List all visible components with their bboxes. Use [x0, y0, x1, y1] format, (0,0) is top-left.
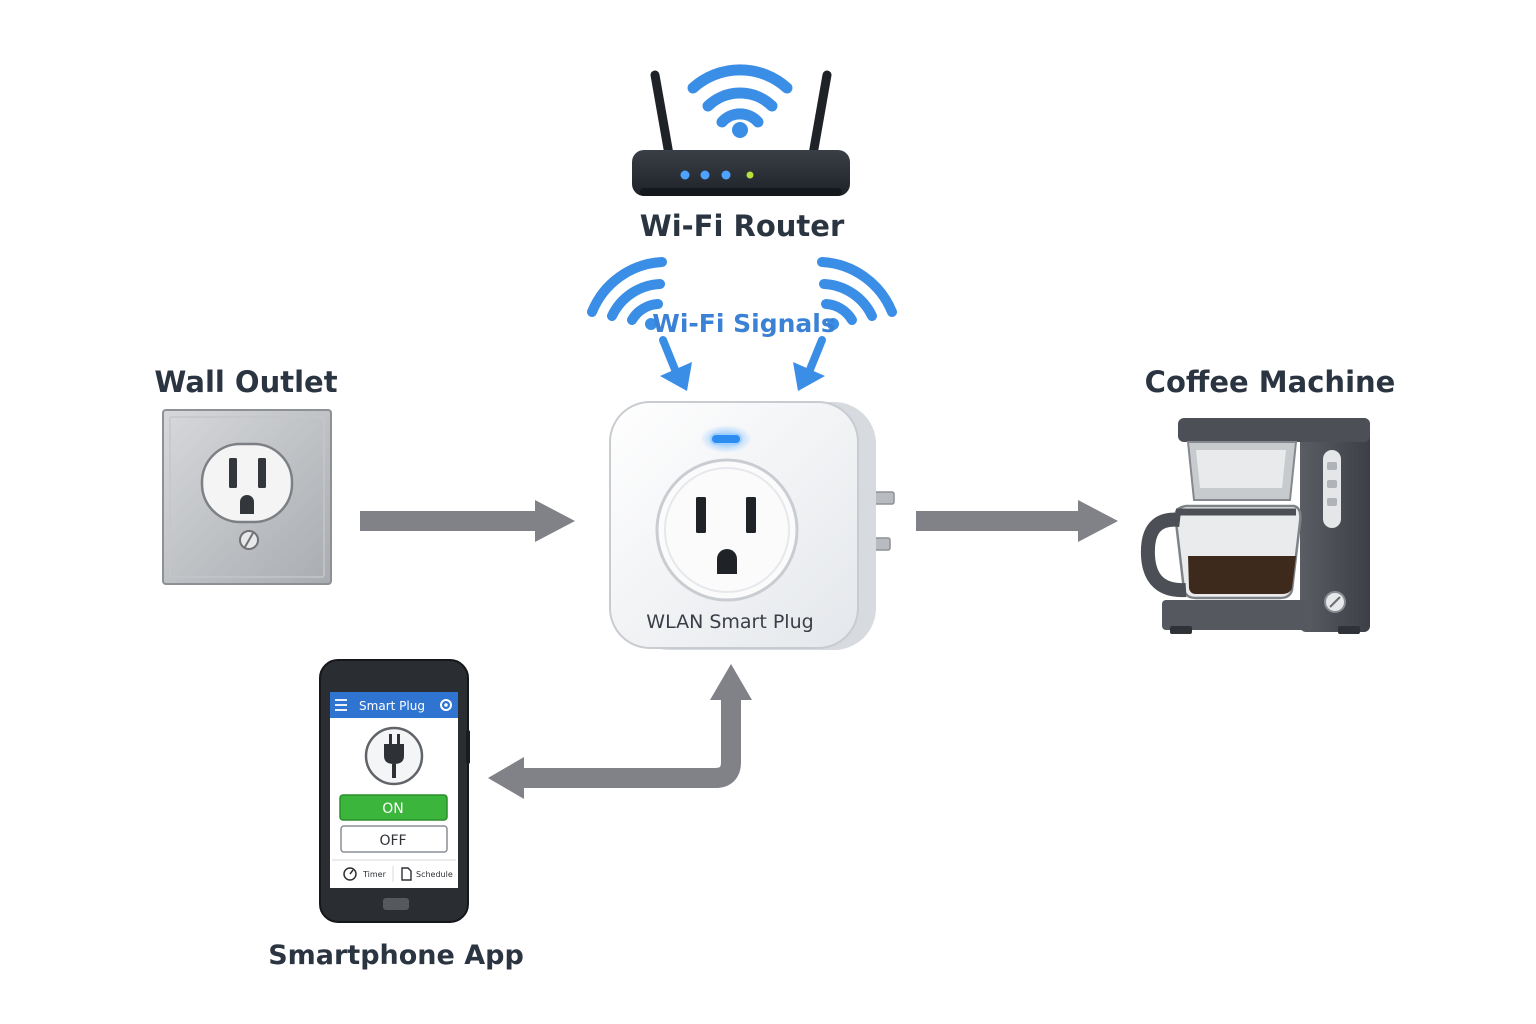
timer-label: Timer [362, 870, 387, 879]
app-header [330, 692, 458, 718]
arrow-plug-phone [488, 664, 752, 799]
timer-icon [343, 867, 357, 881]
router-label: Wi-Fi Router [640, 209, 845, 243]
smart-plug-icon [609, 401, 895, 650]
wifi-signal-left-icon [587, 257, 667, 325]
arrow-plug-to-coffee [916, 500, 1118, 542]
schedule-label: Schedule [416, 870, 453, 879]
schedule-icon [401, 867, 412, 881]
arrow-outlet-to-plug [360, 500, 575, 542]
off-button[interactable]: OFF [340, 825, 448, 853]
phone-label: Smartphone App [268, 940, 524, 971]
coffee-label: Coffee Machine [1145, 365, 1396, 399]
off-button-label: OFF [379, 833, 406, 849]
signal-arrow-right [793, 336, 826, 391]
plug-icon [364, 726, 424, 786]
wifi-signal-right-icon [817, 257, 897, 325]
signal-arrow-left [659, 336, 692, 391]
coffee-machine-icon [1140, 418, 1370, 634]
outlet-label: Wall Outlet [154, 365, 337, 399]
app-title: Smart Plug [359, 699, 425, 713]
wifi-signals-label: Wi-Fi Signals [652, 309, 835, 338]
outlet-icon [162, 409, 332, 585]
on-button[interactable]: ON [339, 794, 448, 821]
menu-icon[interactable] [335, 699, 347, 711]
settings-icon[interactable] [440, 699, 452, 711]
on-button-label: ON [382, 801, 404, 817]
router-icon [632, 64, 850, 196]
schedule-button[interactable]: Schedule [401, 867, 453, 881]
timer-button[interactable]: Timer [343, 867, 387, 881]
smartphone-icon: Smart Plug ON OFF Time [319, 659, 470, 923]
plug-label: WLAN Smart Plug [646, 611, 813, 633]
wifi-icon [687, 64, 793, 128]
